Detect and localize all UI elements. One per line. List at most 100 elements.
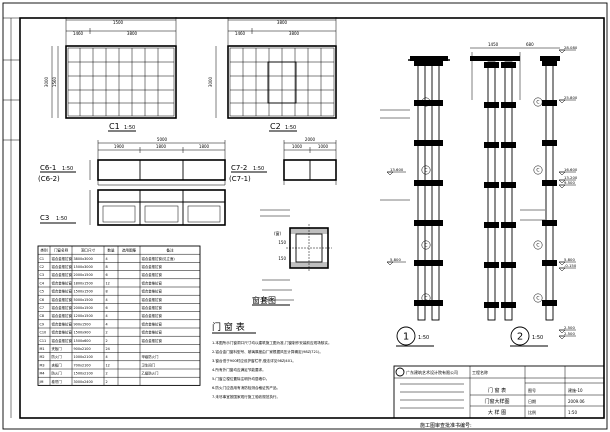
elevation-mark: 2.500 [564, 331, 575, 336]
schedule-cell: 5000x1500 [74, 298, 93, 302]
schedule-cell: 2 [106, 339, 108, 343]
dim-c2-a: 1460 [235, 31, 246, 36]
drawing-no: 建施-10 [568, 387, 583, 393]
schedule-cell: 24 [106, 347, 110, 351]
schedule-cell: 铝合金推拉窗 [52, 321, 73, 326]
schedule-cell: M4 [40, 372, 45, 376]
axis-bubble-label: C [536, 168, 539, 174]
drawing-no-label: 图号 [528, 387, 536, 393]
dim-detail-b: 150 [278, 256, 286, 261]
schedule-cell: 4 [106, 298, 108, 302]
label-c1: C1 [109, 122, 120, 131]
schedule-cell: C9 [40, 322, 45, 326]
note-line: 6.防火门应选用有消防检测合格证的产品。 [212, 385, 280, 390]
schedule-cell: 1500x900 [74, 331, 91, 335]
schedule-cell: 1200x1500 [74, 314, 93, 318]
schedule-cell: C10 [40, 331, 47, 335]
schedule-header-cell: 洞口尺寸 [81, 248, 96, 253]
schedule-cell: 铝合金推拉窗 [52, 272, 73, 277]
note-line: 3.窗台低于900时应设护窗栏杆,做法详见98ZJ401。 [212, 358, 296, 363]
elevation-mark: 16.600 [564, 167, 578, 172]
drawing-title-b: 门窗大样图 [484, 398, 509, 405]
schedule-cell: 2000x1500 [74, 273, 93, 277]
dim-c6-total: 5000 [157, 137, 168, 142]
dim-detail-a: 150 [278, 240, 286, 245]
schedule-cell: 12 [106, 281, 110, 285]
inner-border [19, 17, 605, 419]
elevation-mark: -0.150 [564, 263, 577, 268]
schedule-cell: 铝合金推拉窗 [52, 313, 73, 318]
schedule-cell: M1 [40, 347, 45, 351]
section-scale: 1:50 [418, 335, 429, 341]
window-c7: 2000 1000 1000 C7-2 1:50 (C7-1) [229, 137, 337, 185]
schedule-header-cell: 门窗名称 [54, 248, 69, 253]
schedule-cell: 1500x3000 [74, 265, 93, 269]
schedule-cell: 铝合金推拉窗 [52, 330, 73, 335]
axis-bubble-label: C [536, 100, 539, 106]
schedule-cell: 铝合金推拉窗 [142, 313, 163, 318]
section-number-circle [396, 326, 416, 346]
schedule-cell: C5 [40, 290, 45, 294]
axis-bubble-label: C [424, 168, 427, 174]
schedule-cell: 2 [106, 331, 108, 335]
axis-bubble [533, 165, 543, 175]
window-c3: C3 1:50 [40, 184, 226, 226]
schedule-cell: 4 [106, 355, 108, 359]
elevation-mark: 28.080 [564, 45, 578, 50]
schedule-cell: 铝合金推拉窗 [142, 297, 163, 302]
scale-c7-2: 1:50 [253, 166, 264, 172]
schedule-cell: 900x1500 [74, 322, 91, 326]
dim-c1-a: 1460 [73, 31, 84, 36]
schedule-cell: 铝合金推拉窗(见立面) [142, 256, 176, 261]
label-c3: C3 [40, 214, 49, 222]
schedule-header-cell: 选用图集 [122, 248, 137, 253]
elevation-mark: 9.500 [564, 180, 575, 185]
drawing-title-a: 门 窗 表 [488, 387, 506, 394]
dim-c7-total: 2000 [305, 137, 316, 142]
approval-footer: 施工图审查批准书编号: [420, 422, 472, 429]
schedule-title: 门 窗 表 [212, 321, 245, 333]
schedule-cell: 铝合金推拉窗 [142, 280, 163, 285]
axis-bubble-label: C [536, 296, 539, 302]
schedule-cell: 铝合金推拉窗 [52, 280, 73, 285]
note-line: 2.铝合金门窗料型号、玻璃厚度由厂家根据风压计算确定(98ZJ721)。 [212, 349, 323, 354]
scale-c2: 1:50 [285, 125, 296, 131]
schedule-cell: C1 [40, 257, 45, 261]
schedule-cell: 铝合金推拉窗 [52, 305, 73, 310]
elevation-mark: 5.800 [564, 257, 575, 262]
drawing-title-c: 大 样 图 [488, 409, 506, 416]
schedule-cell: 铝合金推拉窗 [142, 289, 163, 294]
label-c2: C2 [270, 122, 281, 131]
schedule-cell: 1500x600 [74, 339, 91, 343]
note-line: 4.所有外门窗均应满足节能要求。 [212, 367, 266, 372]
schedule-cell: 铝合金推拉窗 [52, 256, 73, 261]
elevation-mark: 2.500 [564, 325, 575, 330]
schedule-header-cell: 类别 [40, 248, 48, 253]
window-c6: 5000 1900 1800 1800 C6-1 1:50 (C6-2) [38, 137, 226, 185]
notes: 1.本图所示门窗洞口尺寸均以建筑施工图为准,门窗制作安装前应现场核实。2.铝合金… [212, 340, 332, 399]
schedule-cell: 8 [106, 290, 108, 294]
axis-bubble-label: C [424, 296, 427, 302]
section-number: 1 [403, 332, 409, 343]
schedule-cell: 700x2100 [74, 363, 91, 367]
schedule-cell: 夹板门 [52, 346, 63, 351]
schedule-cell: 2 [106, 372, 108, 376]
schedule-cell: 2 [106, 380, 108, 384]
schedule-cell: 6 [106, 273, 108, 277]
schedule-cell: 铝合金推拉窗 [52, 289, 73, 294]
schedule-cell: 12 [106, 363, 110, 367]
schedule-cell: JM [39, 380, 44, 384]
schedule-cell: 1500x1500 [74, 290, 93, 294]
schedule-cell: 铝合金推拉窗 [142, 321, 163, 326]
dim-c6-b: 1800 [156, 144, 167, 149]
schedule-cell: 铝合金推拉窗 [52, 297, 73, 302]
scale-value: 1:50 [568, 410, 577, 415]
label-c7-1: (C7-1) [229, 175, 251, 183]
schedule-cell: C2 [40, 265, 45, 269]
schedule-cell: 3000x2400 [74, 380, 93, 384]
window-c2: 3800 1460 3800 3000 C2 1:50 [208, 17, 337, 132]
label-c6-1: C6-1 [40, 164, 56, 172]
